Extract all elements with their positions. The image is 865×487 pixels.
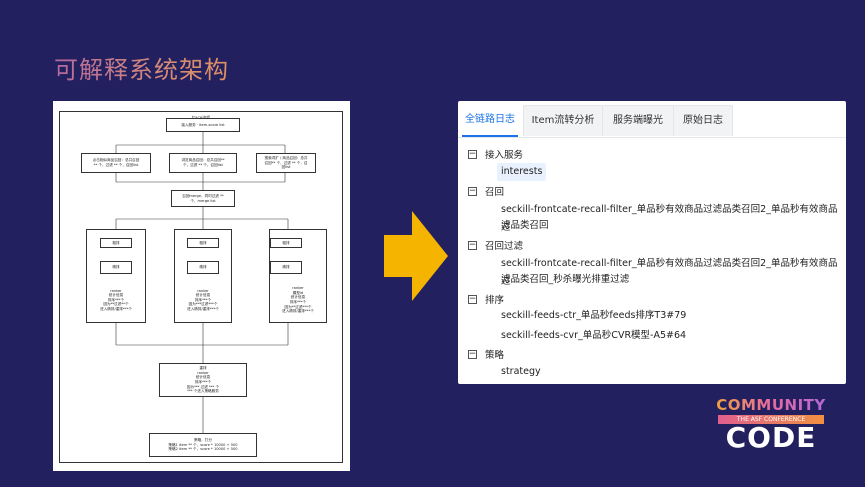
- collapse-toggle-icon[interactable]: −: [468, 294, 477, 304]
- recall-box-c: 搜索词扩 / 商品召回：总共 召回** 个，过滤 ** 个，召 回list: [256, 153, 316, 173]
- tree-leaf[interactable]: strategy: [501, 366, 541, 377]
- tree-node-label: 策略: [485, 350, 505, 361]
- recall-box-a: 点击相似商品召回：总共召回 ** 个，过滤 ** 个，召回list: [81, 153, 151, 173]
- slide-title: 可解释系统架构: [54, 50, 229, 85]
- rank-stats-b: ranker 统计信息 排序***个 因为***过滤***个 进入精排/重排**…: [187, 288, 219, 311]
- coarse-rank-b: 粗排: [187, 238, 219, 248]
- tree-node-recall[interactable]: − 召回: [468, 184, 504, 198]
- tree-node-label: 排序: [485, 295, 505, 306]
- diagram-frame: trace流程: [59, 111, 343, 463]
- tree-node-strategy[interactable]: − 策略: [468, 347, 504, 361]
- collapse-toggle-icon[interactable]: −: [468, 186, 477, 196]
- rank-stats-a: ranker 统计信息 排序***个 因为**过滤**个 进入精排/重排***个: [100, 288, 132, 311]
- diagram-frame-title: trace流程: [60, 115, 342, 121]
- tree-node-label: 召回: [485, 187, 505, 198]
- tab-full-chain-log[interactable]: 全链路日志: [462, 105, 518, 137]
- rerank-box: 重排 ranker 统计信息 排序***个 因为*** 过滤 *** 个 ***…: [159, 363, 247, 397]
- architecture-diagram: trace流程 接入服务 · item-score: [53, 101, 350, 471]
- rank-stats-c: ranker 模型id 统计信息 排序***个 因为**过滤***个 进入精排/…: [282, 286, 314, 314]
- tree-leaf[interactable]: seckill-feeds-cvr_单品秒CVR模型-A5#64: [501, 330, 687, 341]
- strategy-box: 策略，打分 策略1 item ** 个，score * 10000 + 500 …: [149, 433, 257, 457]
- merge-box: 召回merge，同时过滤 ** 个，merge list: [171, 190, 235, 207]
- tab-bar: 全链路日志 Item流转分析 服务端曝光 原始日志: [458, 101, 846, 138]
- tab-server-exposure[interactable]: 服务端曝光: [602, 105, 674, 136]
- tree-node-ranking[interactable]: − 排序: [468, 292, 504, 306]
- tree-leaf[interactable]: interests: [497, 163, 547, 181]
- collapse-toggle-icon[interactable]: −: [468, 149, 477, 159]
- logo-line-asf: THE ASF CONFERENCE: [718, 415, 824, 424]
- tree-leaf[interactable]: 滤品类召回: [501, 220, 549, 231]
- tree-node-label: 接入服务: [485, 150, 524, 161]
- coarse-rank-c: 粗排: [270, 238, 302, 248]
- tree-node-label: 召回过滤: [485, 241, 524, 252]
- collapse-toggle-icon[interactable]: −: [468, 349, 477, 359]
- recall-box-b: 浏览商品召回：总共召回** 个，过滤 ** 个，召回list: [169, 153, 237, 173]
- tree-node-access[interactable]: − 接入服务: [468, 147, 523, 161]
- logo-line-code: CODE: [725, 421, 817, 454]
- coarse-rank-a: 粗排: [100, 238, 132, 248]
- entry-box: 接入服务 · item-score list: [166, 118, 240, 132]
- logo-line-community: COMMUNITY: [716, 396, 826, 414]
- tab-item-flow-analysis[interactable]: Item流转分析: [523, 105, 603, 136]
- right-arrow-icon: [384, 211, 448, 301]
- fine-rank-b: 精排: [187, 261, 219, 274]
- fine-rank-c: 精排: [270, 261, 302, 274]
- tree-leaf[interactable]: seckill-feeds-ctr_单品秒feeds排序T3#79: [501, 310, 687, 321]
- tree-node-recall-filter[interactable]: − 召回过滤: [468, 238, 523, 252]
- community-code-logo: COMMUNITY THE ASF CONFERENCE CODE: [716, 396, 826, 452]
- trace-log-panel: 全链路日志 Item流转分析 服务端曝光 原始日志 − 接入服务 interes…: [458, 101, 846, 384]
- fine-rank-a: 精排: [100, 261, 132, 274]
- tree-leaf[interactable]: 滤品类召回_秒杀曝光排重过滤: [501, 274, 630, 285]
- tree-leaf[interactable]: seckill-frontcate-recall-filter_单品秒有效商品过…: [501, 204, 838, 233]
- tree-leaf[interactable]: seckill-frontcate-recall-filter_单品秒有效商品过…: [501, 258, 838, 287]
- collapse-toggle-icon[interactable]: −: [468, 240, 477, 250]
- tab-raw-log[interactable]: 原始日志: [673, 105, 733, 136]
